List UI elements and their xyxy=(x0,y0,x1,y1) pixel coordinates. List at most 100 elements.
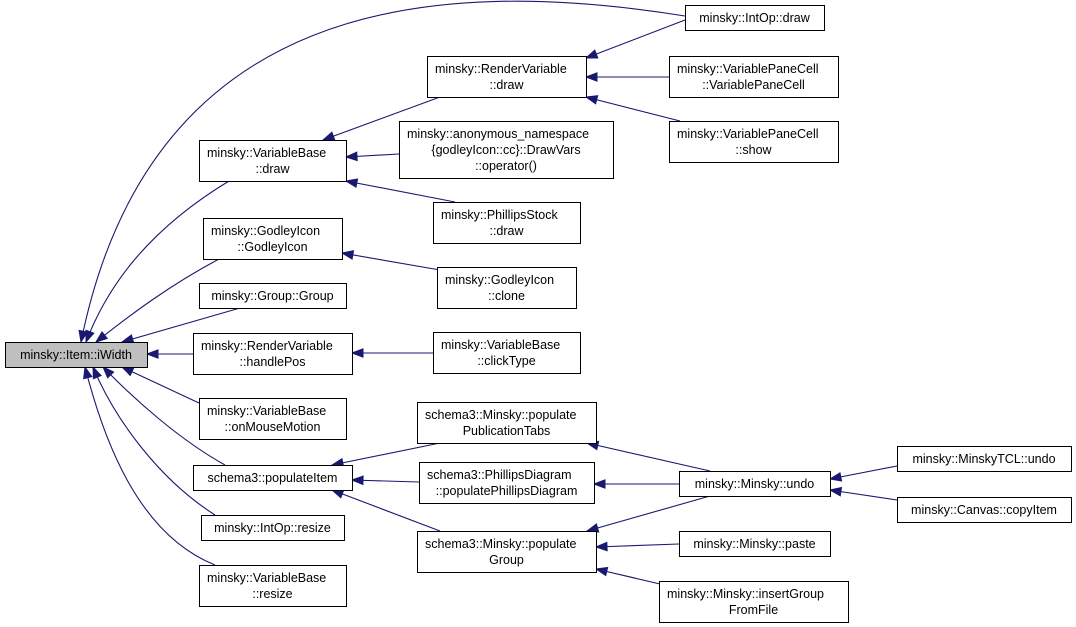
node-anon_drawvars[interactable]: minsky::anonymous_namespace{godleyIcon::… xyxy=(399,121,614,179)
node-label: minsky::VariableBase xyxy=(207,146,326,160)
node-minsky_paste[interactable]: minsky::Minsky::paste xyxy=(679,531,831,557)
node-label: minsky::VariableBase xyxy=(207,571,326,585)
node-box xyxy=(897,446,1072,472)
arrowhead xyxy=(584,95,599,105)
node-label: ::draw xyxy=(489,78,524,92)
edge-line xyxy=(80,0,686,343)
edge-line xyxy=(341,252,441,271)
arrowhead xyxy=(585,523,600,533)
arrowhead xyxy=(78,329,89,344)
arrowhead xyxy=(344,178,359,189)
node-godley_ctor[interactable]: minsky::GodleyIcon::GodleyIcon xyxy=(203,218,343,260)
node-schema3_phillips[interactable]: schema3::PhillipsDiagram::populatePhilli… xyxy=(419,462,595,504)
node-box xyxy=(193,465,353,491)
edge-intop_draw-to-rv_draw xyxy=(584,19,686,59)
node-rv_handlepos[interactable]: minsky::RenderVariable::handlePos xyxy=(193,333,353,375)
node-phillipsstock_draw[interactable]: minsky::PhillipsStock::draw xyxy=(433,202,581,244)
node-label: minsky::VariableBase xyxy=(441,338,560,352)
edges-layer xyxy=(78,0,898,585)
node-box xyxy=(659,581,849,623)
node-box xyxy=(399,121,614,179)
edge-line xyxy=(586,442,711,472)
node-label: minsky::Minsky::undo xyxy=(695,477,815,491)
arrowhead xyxy=(85,329,95,344)
node-label: minsky::VariablePaneCell xyxy=(677,127,819,141)
node-vpc_ctor[interactable]: minsky::VariablePaneCell::VariablePaneCe… xyxy=(669,56,839,98)
node-vb_onmouse[interactable]: minsky::VariableBase::onMouseMotion xyxy=(199,398,347,440)
edge-line xyxy=(92,366,216,516)
edge-line xyxy=(585,96,681,122)
node-godley_clone[interactable]: minsky::GodleyIcon::clone xyxy=(437,267,577,309)
edge-godley_clone-to-godley_ctor xyxy=(340,250,441,271)
node-label: schema3::Minsky::populate xyxy=(425,537,577,551)
node-label: schema3::PhillipsDiagram xyxy=(427,468,572,482)
node-label: schema3::Minsky::populate xyxy=(425,408,577,422)
node-vpc_show[interactable]: minsky::VariablePaneCell::show xyxy=(669,121,839,163)
node-intop_resize[interactable]: minsky::IntOp::resize xyxy=(201,515,345,541)
node-box xyxy=(203,218,343,260)
edge-minsky_undo-to-schema3_pubtabs xyxy=(585,440,711,472)
edge-vb_clicktype-to-rv_handlepos xyxy=(350,348,433,358)
arrowhead xyxy=(92,365,102,380)
node-canvas_copyitem[interactable]: minsky::Canvas::copyItem xyxy=(897,497,1072,523)
node-schema3_populateitem[interactable]: schema3::populateItem xyxy=(193,465,353,491)
node-tcl_undo[interactable]: minsky::MinskyTCL::undo xyxy=(897,446,1072,472)
node-box xyxy=(685,5,825,31)
edge-intop_draw-to-iwidth xyxy=(78,0,686,344)
node-intop_draw[interactable]: minsky::IntOp::draw xyxy=(685,5,825,31)
node-vb_clicktype[interactable]: minsky::VariableBase::clickType xyxy=(433,332,581,374)
node-vb_resize[interactable]: minsky::VariableBase::resize xyxy=(199,565,347,607)
node-label: {godleyIcon::cc}::DrawVars xyxy=(431,143,580,157)
edge-schema3_populateitem-to-iwidth xyxy=(102,365,226,466)
edge-vb_resize-to-iwidth xyxy=(83,365,216,566)
node-label: ::clickType xyxy=(477,354,535,368)
node-box xyxy=(679,471,831,497)
node-box xyxy=(199,140,347,182)
node-label: minsky::IntOp::draw xyxy=(699,11,810,25)
node-box xyxy=(417,531,597,573)
node-rv_draw[interactable]: minsky::RenderVariable::draw xyxy=(427,56,587,98)
edge-minsky_undo-to-schema3_phillips xyxy=(592,479,679,489)
node-label: Group xyxy=(489,553,524,567)
edge-anon_drawvars-to-vb_draw xyxy=(344,151,400,162)
node-box xyxy=(427,56,587,98)
edge-line xyxy=(595,543,680,548)
arrowhead xyxy=(584,72,598,82)
node-minsky_undo[interactable]: minsky::Minsky::undo xyxy=(679,471,831,497)
node-label: minsky::Item::iWidth xyxy=(20,348,132,362)
node-box xyxy=(5,342,148,368)
node-label: ::resize xyxy=(252,587,292,601)
arrowhead xyxy=(340,250,355,260)
node-label: minsky::Group::Group xyxy=(211,289,333,303)
node-iwidth[interactable]: minsky::Item::iWidth xyxy=(5,342,148,368)
node-box xyxy=(193,333,353,375)
node-vb_draw[interactable]: minsky::VariableBase::draw xyxy=(199,140,347,182)
node-box xyxy=(199,398,347,440)
node-box xyxy=(433,202,581,244)
edge-line xyxy=(331,489,441,532)
node-box xyxy=(669,56,839,98)
arrowhead xyxy=(828,486,843,497)
node-label: minsky::GodleyIcon xyxy=(211,224,320,238)
node-label: minsky::IntOp::resize xyxy=(214,521,331,535)
edge-canvas_copyitem-to-minsky_undo xyxy=(828,486,898,501)
node-label: ::populatePhillipsDiagram xyxy=(436,484,578,498)
arrowhead xyxy=(594,541,608,552)
edge-rv_draw-to-vb_draw xyxy=(321,96,441,141)
node-box xyxy=(419,462,595,504)
node-group_group[interactable]: minsky::Group::Group xyxy=(199,283,347,309)
edge-schema3_phillips-to-schema3_populateitem xyxy=(350,475,420,486)
edge-line xyxy=(585,19,686,59)
edge-minsky_paste-to-schema3_popgroup xyxy=(594,541,680,552)
node-box xyxy=(433,332,581,374)
node-box xyxy=(669,121,839,163)
arrowhead xyxy=(330,489,345,499)
node-label: minsky::PhillipsStock xyxy=(441,208,558,222)
arrowhead xyxy=(120,366,135,377)
edge-phillipsstock_draw-to-vb_draw xyxy=(344,178,456,203)
edge-line xyxy=(84,366,216,566)
edge-line xyxy=(102,366,226,466)
